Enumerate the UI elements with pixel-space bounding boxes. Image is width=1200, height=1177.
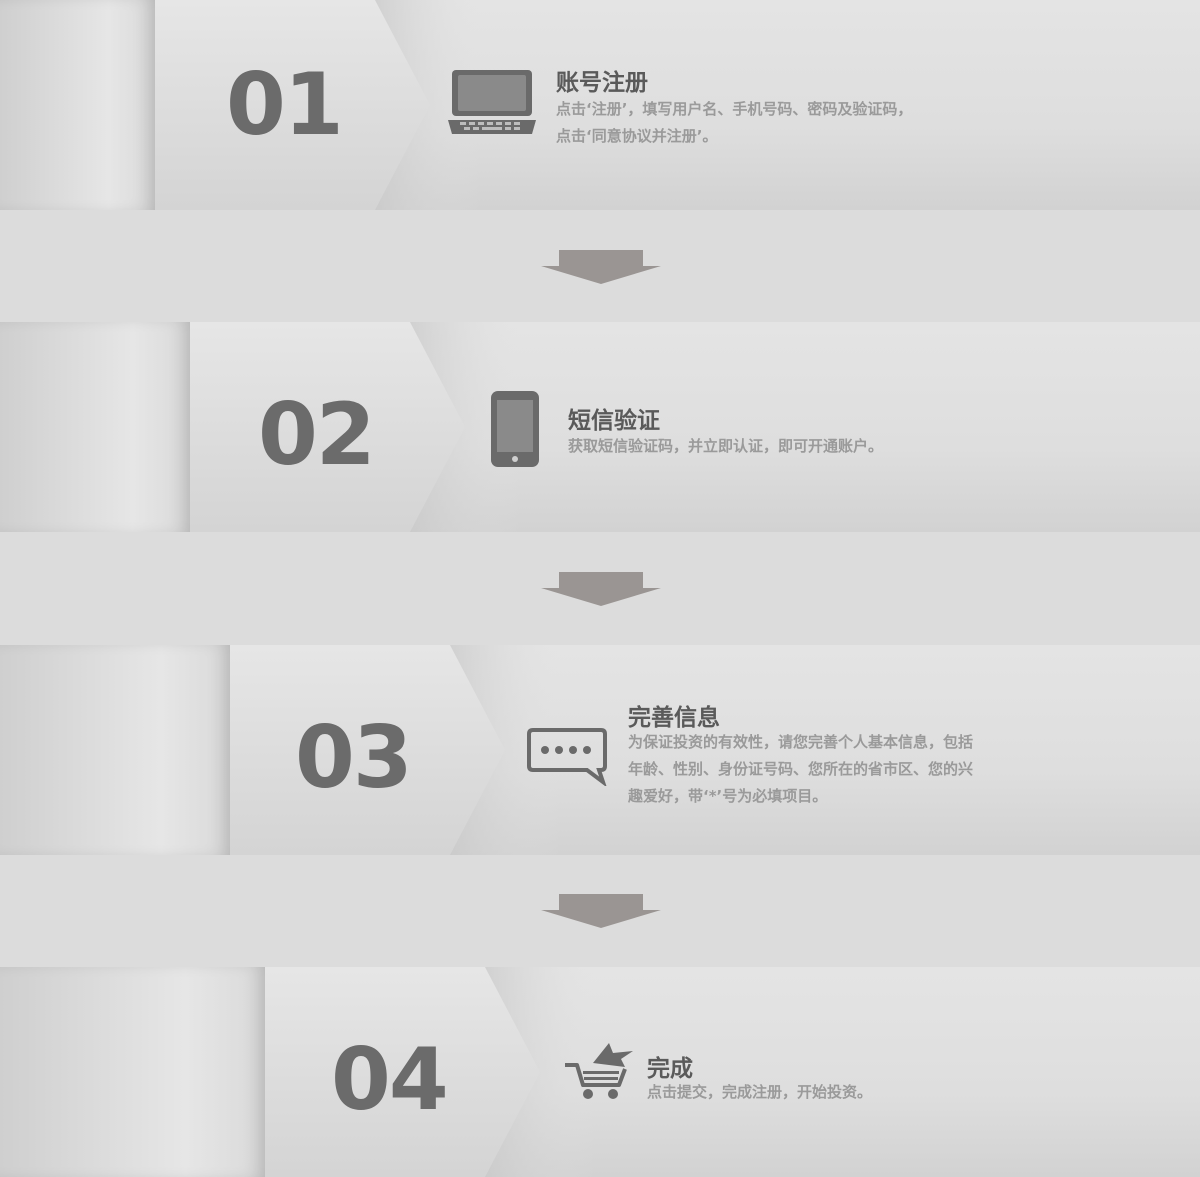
step-2-desc: 获取短信验证码，并立即认证，即可开通账户。 [568, 433, 883, 460]
step-3-number: 03 [295, 708, 413, 808]
step-3-band: 03 完善信息 为保证投资的有效性，请您完善个人基本信息，包括 年龄、性别、身份… [0, 645, 1200, 855]
step-3-desc-line: 趣爱好，带‘*’号为必填项目。 [628, 787, 828, 805]
step-3-side-shade [0, 645, 230, 855]
down-arrow-2 [541, 572, 661, 606]
step-1-number: 01 [226, 55, 344, 155]
step-4-number: 04 [331, 1030, 449, 1130]
step-2-desc-line: 获取短信验证码，并立即认证，即可开通账户。 [568, 437, 884, 455]
step-1-desc: 点击‘注册’，填写用户名、手机号码、密码及验证码， 点击‘同意协议并注册’。 [556, 96, 912, 150]
step-1-chevron-tab [155, 0, 480, 210]
step-3-desc-line: 为保证投资的有效性，请您完善个人基本信息，包括 [628, 733, 974, 751]
step-2-chevron-tab [190, 322, 520, 532]
down-arrow-1 [541, 250, 661, 284]
step-4-desc: 点击提交，完成注册，开始投资。 [647, 1079, 872, 1106]
step-4-band: 04 完成 点击提交，完成注册，开始投资。 [0, 967, 1200, 1177]
down-arrow-3 [541, 894, 661, 928]
step-4-chevron-tab [265, 967, 595, 1177]
step-3-title: 完善信息 [628, 705, 720, 731]
step-1-band: 01 账号注册 点击‘注册’，填写用户名、手机号码、密码及验证码， 点击‘同意协… [0, 0, 1200, 210]
laptop-icon [448, 70, 536, 134]
phone-icon [491, 391, 539, 467]
step-3-desc-line: 年龄、性别、身份证号码、您所在的省市区、您的兴 [628, 760, 974, 778]
step-3-chevron-tab [230, 645, 560, 855]
step-2-number: 02 [258, 385, 376, 485]
step-4-title: 完成 [647, 1056, 693, 1082]
step-1-title: 账号注册 [556, 70, 648, 96]
step-2-title: 短信验证 [568, 408, 660, 434]
step-3-desc: 为保证投资的有效性，请您完善个人基本信息，包括 年龄、性别、身份证号码、您所在的… [628, 729, 973, 810]
step-4-side-shade [0, 967, 265, 1177]
cart-icon [565, 1043, 633, 1099]
step-1-desc-line: 点击‘同意协议并注册’。 [556, 127, 718, 145]
step-1-side-shade [0, 0, 155, 210]
step-4-desc-line: 点击提交，完成注册，开始投资。 [647, 1083, 873, 1101]
step-1-desc-line: 点击‘注册’，填写用户名、手机号码、密码及验证码， [556, 100, 913, 118]
step-2-side-shade [0, 322, 190, 532]
chat-bubble-icon [527, 728, 607, 786]
step-2-band: 02 短信验证 获取短信验证码，并立即认证，即可开通账户。 [0, 322, 1200, 532]
